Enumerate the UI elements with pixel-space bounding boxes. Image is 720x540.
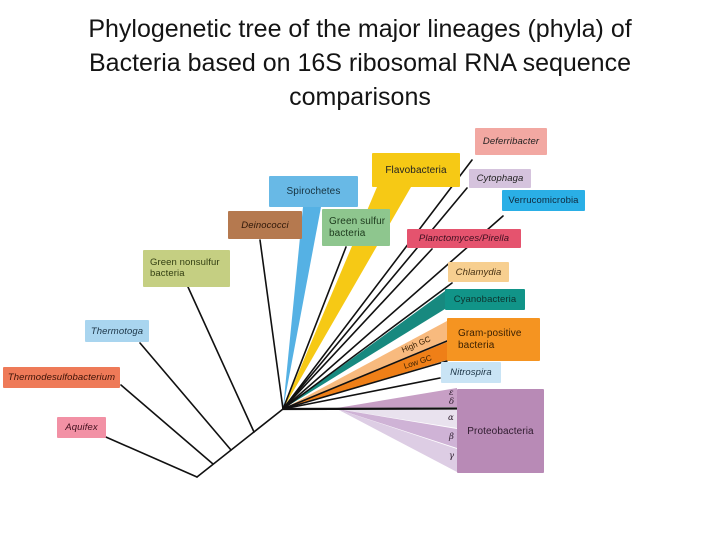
taxon-label-proteobacteria: Proteobacteria	[457, 389, 544, 473]
slide-title-line-2: Bacteria based on 16S ribosomal RNA sequ…	[89, 49, 631, 77]
branch-thermodesulfobacterium	[120, 384, 214, 465]
taxon-label-verrucomicrobia: Verrucomicrobia	[502, 190, 585, 211]
taxon-label-gram-positive-line1: Gram-positive	[458, 328, 522, 339]
branch-planctomyces	[282, 248, 433, 410]
branch-green-sulfur	[282, 246, 347, 410]
taxon-label-green-sulfur-bacteria: Green sulfur bacteria	[322, 209, 390, 246]
branch-thermotoga	[139, 342, 232, 451]
taxon-label-deferribacter-text: Deferribacter	[482, 136, 540, 147]
taxon-label-cyanobacteria: Cyanobacteria	[445, 289, 525, 310]
branch-aquifex	[98, 433, 198, 478]
taxon-label-spirochetes: Spirochetes	[269, 176, 358, 207]
taxon-label-cytophaga: Cytophaga	[469, 169, 531, 188]
taxon-label-thermotoga: Thermotoga	[85, 320, 149, 342]
taxon-label-thermodesulfobacterium: Thermodesulfobacterium	[3, 367, 120, 388]
taxon-label-verrucomicrobia-text: Verrucomicrobia	[508, 195, 579, 206]
taxon-label-deinococci: Deinococci	[228, 211, 302, 239]
branch-green-nonsulfur	[187, 286, 255, 433]
taxon-label-green-sulfur-line2: bacteria	[329, 227, 366, 239]
proteobacteria-class-beta: β	[449, 432, 454, 442]
proteobacteria-gamma-wedge	[337, 409, 457, 472]
taxon-label-thermodesulfobacterium-text: Thermodesulfobacterium	[7, 372, 116, 383]
taxon-label-cyanobacteria-text: Cyanobacteria	[453, 294, 517, 305]
taxon-label-green-nonsulfur-line2: bacteria	[150, 267, 185, 279]
taxon-label-aquifex: Aquifex	[57, 417, 106, 438]
branch-nitrospira	[282, 377, 441, 410]
taxon-label-aquifex-text: Aquifex	[65, 422, 98, 433]
proteobacteria-class-alpha: α	[448, 413, 454, 423]
slide-title-line-3: comparisons	[289, 83, 431, 111]
proteobacteria-beta-wedge	[337, 409, 457, 448]
branch-deferribacter	[282, 159, 473, 410]
slide-title: Phylogenetic tree of the major lineages …	[0, 12, 720, 114]
proteobacteria-class-gamma: γ	[449, 451, 455, 461]
backbone-branch	[196, 408, 284, 478]
proteobacteria-class-epsilon: ε	[449, 388, 454, 398]
taxon-label-planctomyces-pirella: Planctomyces/Pirella	[407, 229, 521, 248]
proteobacteria-epsilon-delta-wedge	[337, 388, 457, 408]
taxon-label-deferribacter: Deferribacter	[475, 128, 547, 155]
taxon-label-deinococci-text: Deinococci	[241, 219, 289, 231]
proteobacteria-alpha-wedge	[337, 409, 457, 428]
branch-deinococci	[259, 239, 284, 410]
gram-positive-high-gc-wedge	[283, 321, 447, 409]
taxon-label-nitrospira-text: Nitrospira	[450, 367, 492, 378]
taxon-label-spirochetes-text: Spirochetes	[286, 186, 341, 197]
taxon-label-thermotoga-text: Thermotoga	[90, 325, 144, 337]
taxon-label-chlamydia-text: Chlamydia	[455, 266, 502, 278]
slide-title-line-1: Phylogenetic tree of the major lineages …	[88, 15, 632, 43]
taxon-label-green-nonsulfur-bacteria: Green nonsulfur bacteria	[143, 250, 230, 287]
taxon-label-gram-positive-line2: bacteria	[458, 339, 495, 351]
branch-chlamydia	[282, 282, 453, 410]
taxon-label-planctomyces-text: Planctomyces/Pirella	[418, 233, 510, 244]
branch-gc-divider-bottom	[282, 360, 448, 410]
branch-gc-divider-high-low	[282, 340, 448, 410]
taxon-label-green-sulfur-line1: Green sulfur	[329, 216, 386, 227]
spirochetes-wedge	[283, 207, 321, 409]
taxon-label-cytophaga-text: Cytophaga	[476, 173, 524, 184]
branch-verrucomicrobia	[282, 215, 504, 410]
branch-proteobacteria	[281, 407, 459, 411]
taxon-label-flavobacteria: Flavobacteria	[372, 153, 460, 187]
taxon-label-flavobacteria-text: Flavobacteria	[385, 164, 447, 176]
taxon-label-chlamydia: Chlamydia	[448, 262, 509, 282]
taxon-label-gram-positive-bacteria: Gram-positive bacteria	[447, 318, 540, 361]
proteobacteria-class-delta: δ	[449, 397, 455, 407]
taxon-label-green-nonsulfur-line1: Green nonsulfur	[150, 256, 220, 268]
taxon-label-nitrospira: Nitrospira	[441, 362, 501, 383]
branch-cytophaga	[282, 187, 468, 410]
taxon-label-proteobacteria-text: Proteobacteria	[467, 425, 534, 437]
